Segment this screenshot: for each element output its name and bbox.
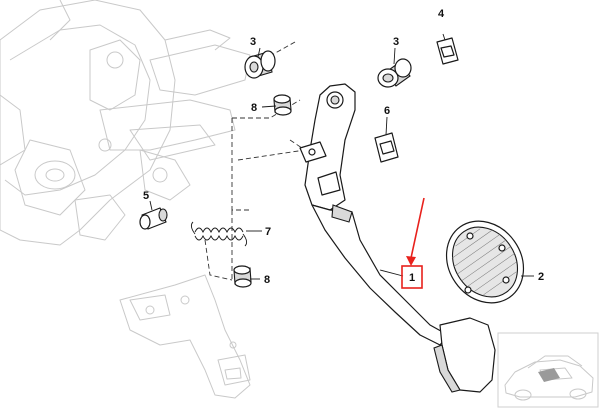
highlight-arrow (406, 197, 425, 266)
callout-3-left: 3 (250, 36, 256, 48)
callout-6: 6 (384, 105, 390, 117)
highlight-box (401, 265, 423, 289)
bushing-right (377, 58, 412, 88)
bushing-left (244, 50, 276, 79)
callout-8-upper: 8 (251, 102, 257, 114)
clip-part-4 (436, 33, 459, 65)
background-bracket-assembly (0, 0, 251, 246)
clip-part-6 (374, 132, 399, 163)
grommet-lower (233, 265, 252, 288)
pin-part-5 (139, 207, 168, 230)
callout-7: 7 (265, 226, 271, 238)
lower-mounting-bracket (119, 274, 251, 399)
callout-3-right: 3 (393, 36, 399, 48)
brake-pedal-arm (299, 83, 496, 393)
callout-4: 4 (438, 8, 445, 20)
grommet-upper (273, 94, 292, 116)
assembly-dashed-lines (204, 41, 306, 281)
return-spring (190, 221, 248, 247)
callout-2: 2 (538, 271, 544, 283)
callout-leaders (149, 47, 534, 280)
pedal-pad-cover (445, 220, 525, 304)
callout-1: 1 (409, 272, 415, 284)
car-thumbnail-icon (497, 332, 599, 408)
callout-5: 5 (143, 190, 149, 202)
callout-8-lower: 8 (264, 274, 270, 286)
